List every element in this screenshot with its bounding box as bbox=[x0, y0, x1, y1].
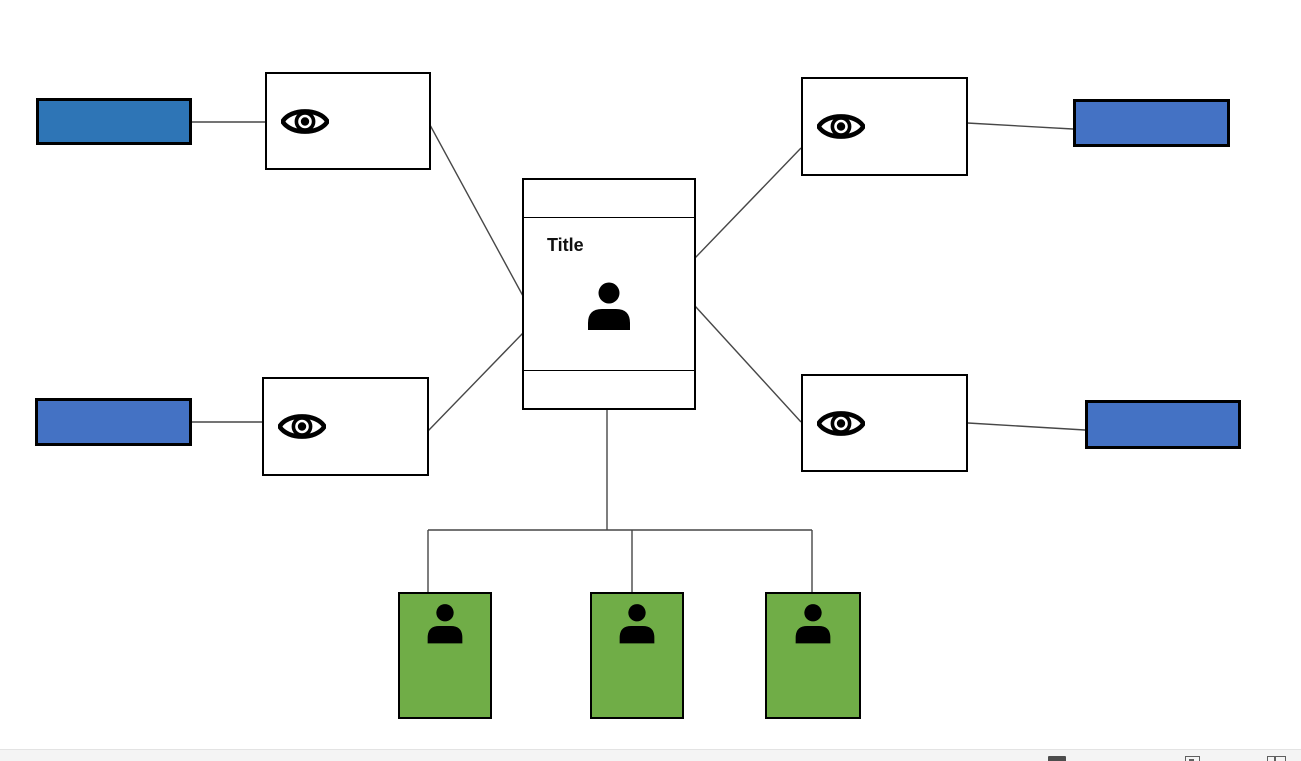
label-bar-top-left[interactable] bbox=[36, 98, 192, 145]
label-bar-top-right[interactable] bbox=[1073, 99, 1230, 147]
eye-icon bbox=[278, 414, 326, 439]
watcher-box-bottom-left[interactable] bbox=[262, 377, 429, 476]
eye-icon bbox=[817, 114, 865, 139]
watcher-box-bottom-right[interactable] bbox=[801, 374, 968, 472]
bracket-icon[interactable] bbox=[1185, 756, 1200, 761]
center-card-body: Title bbox=[524, 218, 694, 370]
status-bar bbox=[0, 749, 1301, 761]
center-title-card[interactable]: Title bbox=[522, 178, 696, 410]
label-bar-bottom-right[interactable] bbox=[1085, 400, 1241, 449]
center-card-header bbox=[524, 180, 694, 218]
person-icon bbox=[588, 282, 630, 330]
person-icon bbox=[619, 604, 655, 644]
person-icon bbox=[427, 604, 463, 644]
member-card-2[interactable] bbox=[590, 592, 684, 719]
eye-icon bbox=[281, 108, 329, 134]
member-card-3[interactable] bbox=[765, 592, 861, 719]
watcher-box-top-left[interactable] bbox=[265, 72, 431, 170]
person-icon bbox=[795, 604, 831, 644]
window-icon[interactable] bbox=[1048, 756, 1066, 761]
eye-icon bbox=[817, 410, 865, 436]
label-bar-bottom-left[interactable] bbox=[35, 398, 192, 446]
center-card-title: Title bbox=[547, 235, 584, 255]
center-card-footer bbox=[524, 370, 694, 408]
grid-icon[interactable] bbox=[1267, 756, 1286, 761]
member-card-1[interactable] bbox=[398, 592, 492, 719]
watcher-box-top-right[interactable] bbox=[801, 77, 968, 176]
